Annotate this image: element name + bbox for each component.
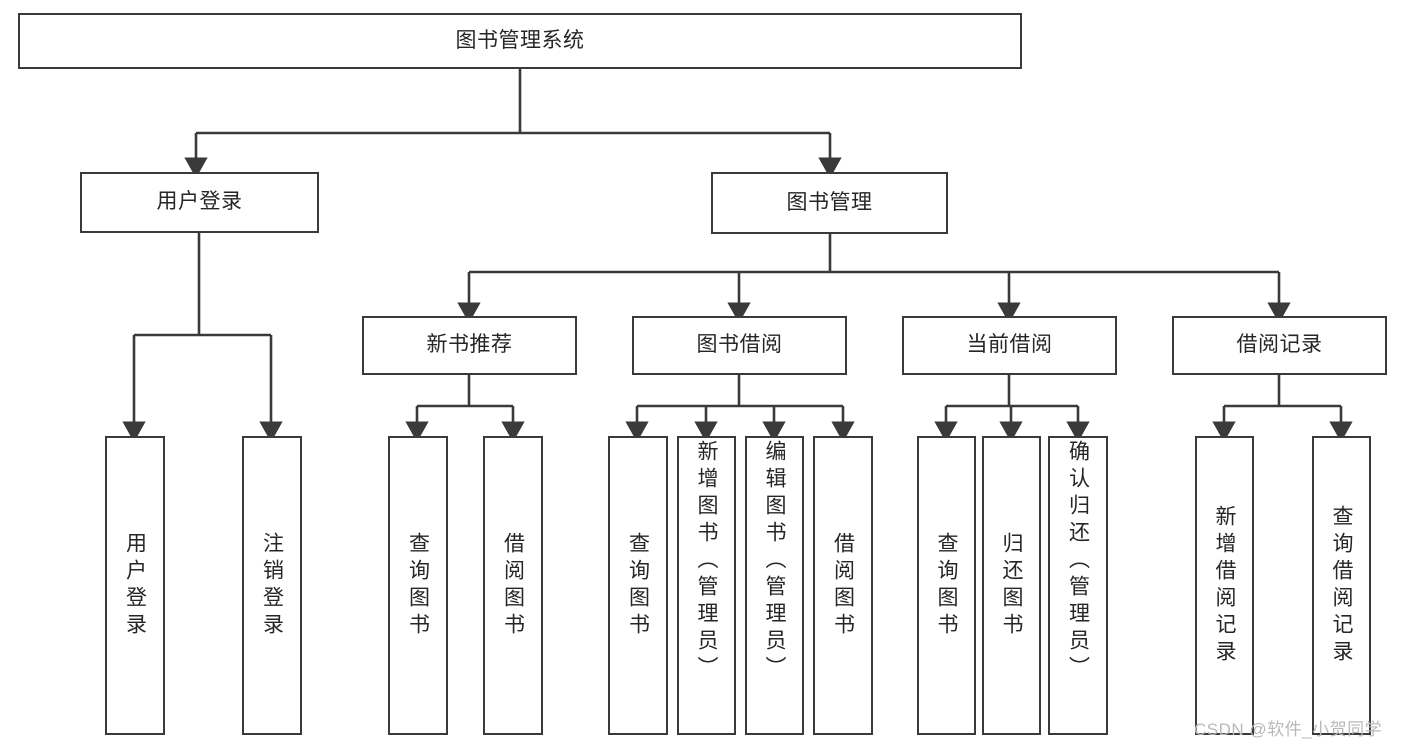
node-label: 新增图书（管理员）	[695, 440, 718, 683]
node-label: 图书借阅	[696, 333, 783, 357]
node-label: 确认归还（管理员）	[1066, 440, 1090, 683]
node-new-book-recommend[interactable]: 新书推荐	[362, 316, 577, 375]
node-book-management[interactable]: 图书管理	[711, 172, 948, 234]
node-label: 图书管理系统	[455, 28, 585, 52]
node-label: 查询借阅记录	[1330, 504, 1353, 667]
node-leaf-add-book-admin[interactable]: 新增图书（管理员）	[677, 436, 736, 735]
node-leaf-query-borrow-record[interactable]: 查询借阅记录	[1312, 436, 1371, 735]
node-leaf-query-book-recommend[interactable]: 查询图书	[388, 436, 448, 735]
node-label: 用户登录	[156, 190, 243, 214]
node-label: 新增借阅记录	[1213, 504, 1236, 667]
node-label: 查询图书	[935, 531, 958, 640]
node-user-login[interactable]: 用户登录	[80, 172, 319, 233]
node-label: 借阅图书	[831, 531, 855, 640]
node-label: 归还图书	[1000, 531, 1023, 640]
node-label: 注销登录	[260, 531, 284, 640]
csdn-watermark: CSDN @软件_小贺同学	[1194, 720, 1383, 739]
node-leaf-borrow-book-recommend[interactable]: 借阅图书	[483, 436, 543, 735]
node-label: 查询图书	[406, 531, 430, 640]
node-leaf-edit-book-admin[interactable]: 编辑图书（管理员）	[745, 436, 804, 735]
node-label: 借阅记录	[1236, 333, 1323, 357]
node-borrow-record[interactable]: 借阅记录	[1172, 316, 1387, 375]
node-current-borrow[interactable]: 当前借阅	[902, 316, 1117, 375]
node-label: 编辑图书（管理员）	[763, 440, 786, 683]
node-leaf-confirm-return-admin[interactable]: 确认归还（管理员）	[1048, 436, 1108, 735]
node-label: 当前借阅	[966, 333, 1053, 357]
node-root-book-management-system[interactable]: 图书管理系统	[18, 13, 1022, 69]
node-label: 借阅图书	[501, 531, 525, 640]
node-label: 新书推荐	[426, 333, 513, 357]
node-leaf-add-borrow-record[interactable]: 新增借阅记录	[1195, 436, 1254, 735]
node-leaf-return-book[interactable]: 归还图书	[982, 436, 1041, 735]
node-leaf-user-login[interactable]: 用户登录	[105, 436, 165, 735]
node-label: 查询图书	[626, 531, 650, 640]
node-leaf-borrow-book[interactable]: 借阅图书	[813, 436, 873, 735]
node-book-borrow[interactable]: 图书借阅	[632, 316, 847, 375]
node-leaf-logout-login[interactable]: 注销登录	[242, 436, 302, 735]
node-label: 用户登录	[123, 531, 147, 640]
node-leaf-query-book-current[interactable]: 查询图书	[917, 436, 976, 735]
node-label: 图书管理	[786, 190, 873, 214]
node-leaf-query-book-borrow[interactable]: 查询图书	[608, 436, 668, 735]
